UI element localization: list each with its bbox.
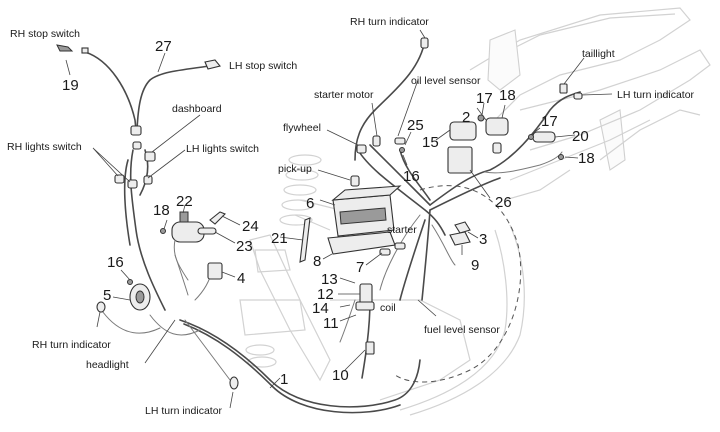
flasher-part — [454, 221, 471, 234]
label-lh-stop-switch: LH stop switch — [229, 60, 297, 72]
label-lh-lights-switch: LH lights switch — [186, 143, 259, 155]
cdi-part — [447, 146, 473, 174]
part-number: 16 — [403, 168, 420, 185]
strap-21 — [299, 217, 311, 263]
part-number: 18 — [578, 150, 595, 167]
part-number: 1 — [280, 371, 288, 388]
text-labels: RH stop switch LH stop switch dashboard … — [7, 16, 695, 417]
part-number: 20 — [572, 128, 589, 145]
part-number: 17 — [476, 90, 493, 107]
label-starter: starter — [387, 224, 417, 236]
part-number: 15 — [422, 134, 439, 151]
part-number: 27 — [155, 38, 172, 55]
label-pick-up: pick-up — [278, 163, 312, 175]
part-number: 17 — [541, 113, 558, 130]
part-number: 18 — [499, 87, 516, 104]
part-20 — [532, 131, 556, 143]
label-oil-level-sensor: oil level sensor — [411, 75, 481, 87]
label-coil: coil — [380, 302, 396, 314]
label-rh-lights-switch: RH lights switch — [7, 141, 82, 153]
part-number: 26 — [495, 194, 512, 211]
label-headlight: headlight — [86, 359, 129, 371]
part-number: 8 — [313, 253, 321, 270]
part-number: 2 — [462, 109, 470, 126]
part-number: 9 — [471, 257, 479, 274]
rh-stop-switch-part — [56, 44, 74, 52]
label-dashboard: dashboard — [172, 103, 222, 115]
leader-lines — [65, 29, 613, 409]
part-number: 16 — [107, 254, 124, 271]
part-number: 18 — [153, 202, 170, 219]
components — [56, 37, 583, 390]
part-number: 23 — [236, 238, 253, 255]
label-taillight: taillight — [582, 48, 615, 60]
regulator-part — [449, 121, 477, 141]
part-number: 13 — [321, 271, 338, 288]
label-lh-turn-indicator-front: LH turn indicator — [145, 405, 223, 417]
fuel-tank-outline — [394, 185, 522, 383]
part-number: 21 — [271, 230, 288, 247]
part-number: 14 — [312, 300, 329, 317]
label-rh-stop-switch: RH stop switch — [10, 28, 80, 40]
part-number: 19 — [62, 77, 79, 94]
part-numbers: 27 19 22 18 24 23 21 4 16 5 1 6 8 7 13 1… — [62, 38, 595, 388]
label-lh-turn-indicator-rear: LH turn indicator — [617, 89, 695, 101]
lh-stop-switch-part — [204, 59, 221, 70]
part-number: 7 — [356, 259, 364, 276]
battery-part — [331, 185, 402, 237]
part-number: 3 — [479, 231, 487, 248]
part-number: 10 — [332, 367, 349, 384]
part-number: 4 — [237, 270, 245, 287]
part-number: 24 — [242, 218, 259, 235]
part-number: 5 — [103, 287, 111, 304]
dashboard-connector — [130, 125, 142, 136]
relay-2-part — [485, 117, 509, 136]
part-number: 11 — [323, 315, 339, 332]
part-number: 12 — [317, 286, 334, 303]
part-number: 22 — [176, 193, 193, 210]
main-harness — [84, 39, 581, 414]
relay-4-part — [207, 262, 223, 280]
scooter-frame — [239, 7, 711, 416]
label-fuel-level-sensor: fuel level sensor — [424, 324, 500, 336]
label-flywheel: flywheel — [283, 122, 321, 134]
label-starter-motor: starter motor — [314, 89, 374, 101]
part-number: 6 — [306, 195, 314, 212]
label-rh-turn-indicator-top: RH turn indicator — [350, 16, 429, 28]
coil-part — [359, 283, 373, 305]
part-number: 25 — [407, 117, 424, 134]
label-rh-turn-indicator-front: RH turn indicator — [32, 339, 111, 351]
